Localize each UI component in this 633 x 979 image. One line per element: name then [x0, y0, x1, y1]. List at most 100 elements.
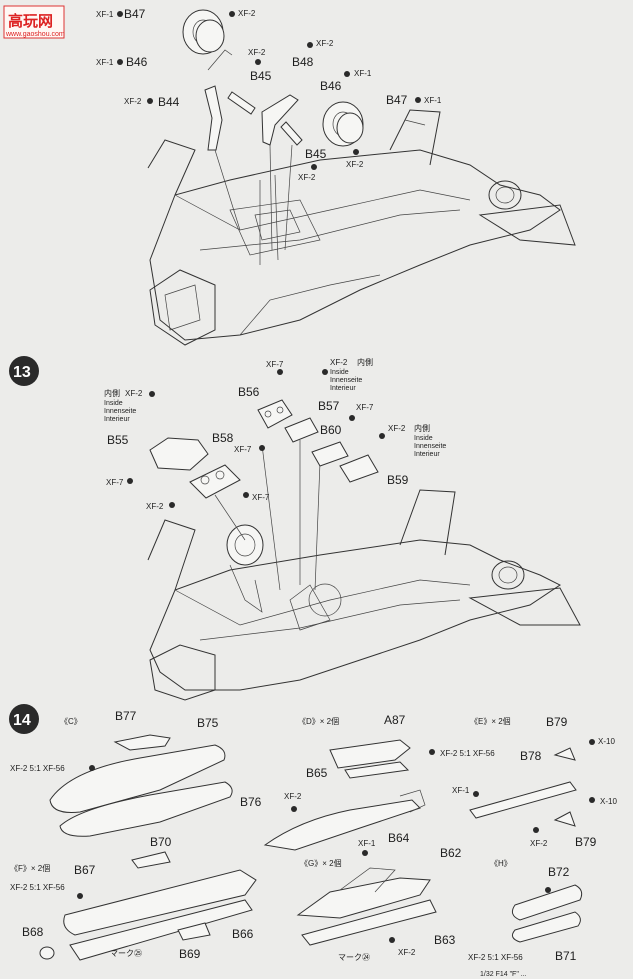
paint-code: XF-2: [238, 9, 256, 18]
svg-text:XF-7: XF-7: [266, 360, 284, 369]
paint-code: XF-2: [346, 160, 364, 169]
svg-text:内側: 内側: [357, 357, 373, 367]
part-number: B45: [250, 69, 272, 83]
part-number: B69: [179, 947, 201, 961]
svg-text:14: 14: [13, 712, 31, 729]
part-number: B77: [115, 709, 137, 723]
svg-text:XF-2 5:1 XF-56: XF-2 5:1 XF-56: [10, 883, 65, 892]
part-number: B79: [546, 715, 568, 729]
paint-code: XF-2: [248, 48, 266, 57]
group-h-pod: 《H》 B72 B71 XF-2 5:1 XF-56: [468, 859, 583, 963]
svg-text:XF-7: XF-7: [234, 445, 252, 454]
part-number: B47: [124, 7, 146, 21]
svg-text:XF-2: XF-2: [398, 948, 416, 957]
paint-code: XF-1: [424, 96, 442, 105]
part-number: B68: [22, 925, 44, 939]
paint-code: XF-2: [124, 97, 142, 106]
part-number: B65: [306, 766, 328, 780]
svg-text:XF-2: XF-2: [284, 792, 302, 801]
paint-code: XF-1: [354, 69, 372, 78]
part-number: B79: [575, 835, 597, 849]
svg-text:マーク㉔: マーク㉔: [338, 953, 370, 962]
part-number: B70: [150, 835, 172, 849]
svg-text:Innenseite: Innenseite: [414, 443, 446, 450]
part-number: B55: [107, 433, 129, 447]
svg-text:Interieur: Interieur: [414, 451, 440, 458]
svg-text:XF-2: XF-2: [125, 389, 143, 398]
part-number: B47: [386, 93, 408, 107]
svg-text:《C》: 《C》: [60, 717, 82, 726]
part-number: B59: [387, 473, 409, 487]
svg-text:Interieur: Interieur: [104, 416, 130, 423]
part-number: B56: [238, 385, 260, 399]
svg-text:Inside: Inside: [330, 369, 349, 376]
watermark-brand: 高玩网: [8, 12, 53, 30]
svg-text:内側: 内側: [104, 388, 120, 398]
part-number: B71: [555, 949, 577, 963]
svg-text:XF-2: XF-2: [388, 424, 406, 433]
part-number: B44: [158, 95, 180, 109]
svg-text:XF-7: XF-7: [252, 493, 270, 502]
svg-text:XF-2 5:1 XF-56: XF-2 5:1 XF-56: [10, 764, 65, 773]
step13-paint-callouts: XF-7 XF-7 XF-7 XF-7 XF-7 XF-2: [106, 360, 374, 511]
svg-text:XF-7: XF-7: [356, 403, 374, 412]
footer-caption: 1/32 F14 "F" ...: [480, 971, 527, 978]
svg-text:内側: 内側: [414, 423, 430, 433]
step13-inside-note-right: XF-2 内側 Inside Innenseite Interieur: [379, 423, 446, 458]
step13-number-badge: 13: [9, 356, 39, 386]
svg-text:XF-1: XF-1: [358, 839, 376, 848]
step14-number-badge: 14: [9, 704, 39, 734]
svg-text:《E》× 2個: 《E》× 2個: [470, 716, 511, 726]
part-number: B72: [548, 865, 570, 879]
group-e-missile: 《E》× 2個 B79 B78 B79 X-10 XF-1 X-10 XF-2: [452, 715, 617, 849]
group-d-missile: 《D》× 2個 A87 B65 B64 XF-2 5:1 XF-56 XF-2: [263, 713, 495, 851]
svg-text:XF-7: XF-7: [106, 478, 124, 487]
svg-text:《G》× 2個: 《G》× 2個: [300, 858, 342, 868]
watermark-url: www.gaoshou.com: [5, 31, 65, 38]
svg-text:Inside: Inside: [104, 400, 123, 407]
svg-text:Innenseite: Innenseite: [330, 377, 362, 384]
group-g-launcher: 《G》× 2個 B62 B63 XF-1 XF-2 マーク㉔: [296, 839, 462, 962]
part-number: B60: [320, 423, 342, 437]
group-f-launcher: 《F》× 2個 B67 B70 B66 B68 B69 XF-2 5:1 XF-…: [10, 835, 257, 961]
part-number: B66: [232, 927, 254, 941]
part-number: B62: [440, 846, 462, 860]
svg-text:13: 13: [13, 364, 31, 381]
part-number: B67: [74, 863, 96, 877]
part-number: B63: [434, 933, 456, 947]
svg-text:《D》× 2個: 《D》× 2個: [298, 716, 339, 726]
step13-inside-note-left: 内側 XF-2 Inside Innenseite Interieur: [104, 388, 155, 423]
svg-text:Inside: Inside: [414, 435, 433, 442]
svg-text:Interieur: Interieur: [330, 385, 356, 392]
svg-text:XF-2: XF-2: [530, 839, 548, 848]
svg-text:X-10: X-10: [600, 797, 617, 806]
step12-aircraft-drawing: [147, 9, 576, 346]
part-number: B48: [292, 55, 314, 69]
watermark-logo: 高玩网 www.gaoshou.com: [3, 5, 65, 39]
part-number: B75: [197, 716, 219, 730]
svg-text:XF-2: XF-2: [330, 358, 348, 367]
part-number: B45: [305, 147, 327, 161]
step13-inside-note-mid: XF-2 内側 Inside Innenseite Interieur: [322, 357, 373, 392]
svg-text:XF-2 5:1 XF-56: XF-2 5:1 XF-56: [468, 953, 523, 962]
part-number: B46: [126, 55, 148, 69]
part-number: A87: [384, 713, 406, 727]
paint-code: XF-2: [316, 39, 334, 48]
svg-text:X-10: X-10: [598, 737, 615, 746]
svg-text:マーク㉕: マーク㉕: [110, 949, 142, 958]
svg-text:Innenseite: Innenseite: [104, 408, 136, 415]
svg-text:《F》× 2個: 《F》× 2個: [10, 863, 50, 873]
svg-text:XF-2: XF-2: [146, 502, 164, 511]
part-number: B58: [212, 431, 234, 445]
part-number: B64: [388, 831, 410, 845]
svg-text:《H》: 《H》: [490, 859, 512, 868]
svg-text:XF-1: XF-1: [452, 786, 470, 795]
svg-text:XF-2 5:1 XF-56: XF-2 5:1 XF-56: [440, 749, 495, 758]
paint-code: XF-1: [96, 10, 114, 19]
part-number: B78: [520, 749, 542, 763]
part-number: B76: [240, 795, 262, 809]
paint-code: XF-1: [96, 58, 114, 67]
part-number: B46: [320, 79, 342, 93]
part-number: B57: [318, 399, 340, 413]
